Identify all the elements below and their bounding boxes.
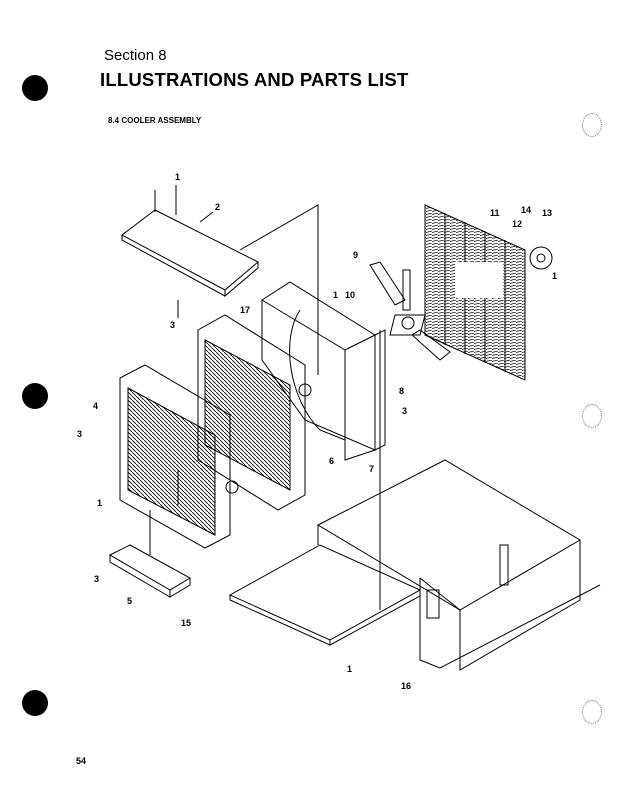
binder-ring-mark [582, 404, 602, 428]
page-number: 54 [76, 756, 87, 766]
section-label: Section 8 [104, 47, 167, 64]
callout-9: 9 [353, 250, 358, 260]
fan [369, 261, 451, 361]
callout-1: 1 [97, 498, 102, 508]
callout-16: 16 [401, 681, 411, 691]
callout-3: 3 [77, 429, 82, 439]
callout-4: 4 [93, 401, 98, 411]
callout-3: 3 [94, 574, 99, 584]
binder-hole [22, 75, 48, 101]
callout-14: 14 [521, 205, 531, 215]
callout-1: 1 [552, 271, 557, 281]
lower-bracket [108, 544, 192, 598]
enclosure-box [316, 459, 601, 671]
binder-ring-mark [582, 113, 602, 137]
callout-13: 13 [542, 208, 552, 218]
callout-1: 1 [333, 290, 338, 300]
callout-3: 3 [170, 320, 175, 330]
callout-10: 10 [345, 290, 355, 300]
subsection-heading: 8.4 COOLER ASSEMBLY [108, 116, 202, 125]
callout-11: 11 [490, 208, 500, 218]
binder-ring-mark [582, 700, 602, 724]
callout-1: 1 [175, 172, 180, 182]
callout-7: 7 [369, 464, 374, 474]
callout-8: 8 [399, 386, 404, 396]
base-plate [228, 544, 422, 646]
callout-2: 2 [215, 202, 220, 212]
callout-15: 15 [181, 618, 191, 628]
front-cooler-core [119, 364, 239, 549]
callout-3: 3 [402, 406, 407, 416]
binder-hole [22, 383, 48, 409]
page-title: ILLUSTRATIONS AND PARTS LIST [100, 69, 409, 90]
callout-5: 5 [127, 596, 132, 606]
callout-1: 1 [347, 664, 352, 674]
callout-6: 6 [329, 456, 334, 466]
callout-12: 12 [512, 219, 522, 229]
fan-guard-grille [424, 204, 553, 381]
binder-hole [22, 690, 48, 716]
top-bracket [121, 185, 259, 298]
callout-17: 17 [240, 305, 250, 315]
